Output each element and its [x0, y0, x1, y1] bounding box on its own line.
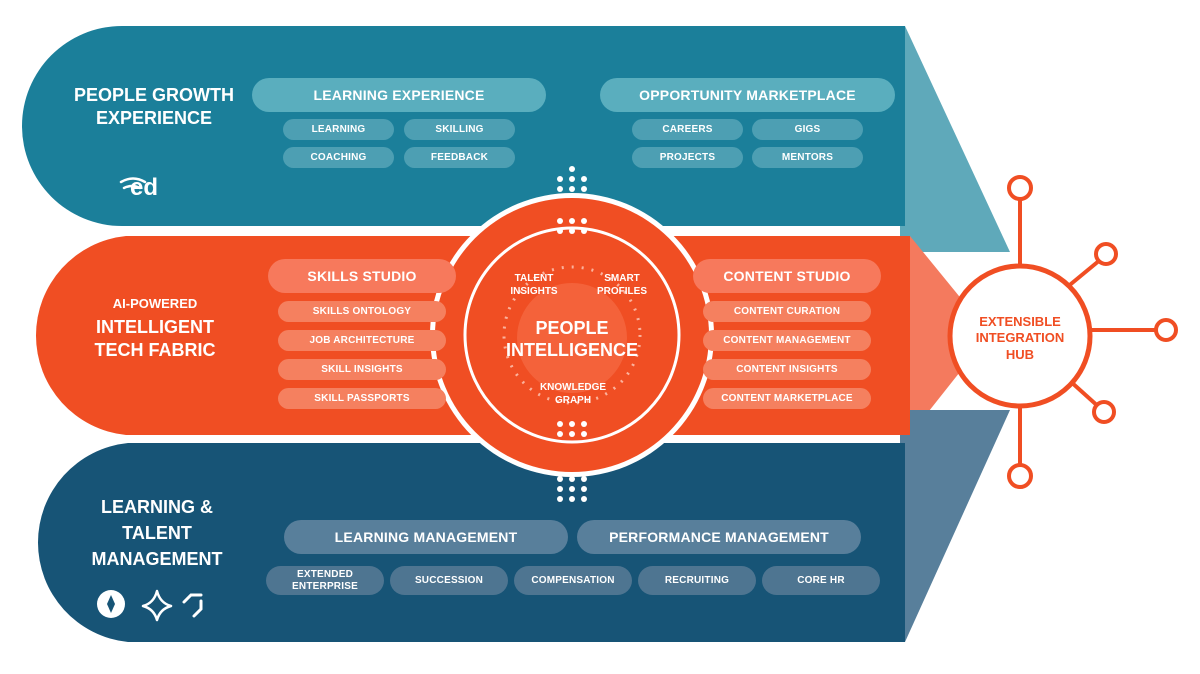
mentors-pill: MENTORS — [752, 147, 863, 168]
performance-management-heading: PERFORMANCE MANAGEMENT — [577, 520, 861, 554]
smart-profiles-label: SMART PROFILES — [596, 273, 647, 297]
dots-bottom-outer — [557, 476, 587, 502]
learning-experience-heading: LEARNING EXPERIENCE — [252, 78, 546, 112]
content-studio-heading: CONTENT STUDIO — [693, 259, 881, 293]
projects-pill: PROJECTS — [632, 147, 743, 168]
content-management-pill: CONTENT MANAGEMENT — [703, 330, 871, 351]
learning-management-heading: LEARNING MANAGEMENT — [284, 520, 568, 554]
core-dotted-ring — [502, 265, 642, 405]
core-inner-halo — [517, 283, 627, 393]
compensation-pill: COMPENSATION — [514, 566, 632, 595]
top-funnel-shape — [900, 26, 1010, 252]
top-band-title: PEOPLE GROWTH EXPERIENCE — [73, 85, 234, 128]
content-insights-pill: CONTENT INSIGHTS — [703, 359, 871, 380]
dots-top-outer — [557, 166, 587, 192]
gigs-pill: GIGS — [752, 119, 863, 140]
talent-insights-label: TALENT INSIGHTS — [510, 273, 558, 297]
extended-enterprise-pill: EXTENDED ENTERPRISE — [266, 566, 384, 595]
knowledge-graph-label: KNOWLEDGE GRAPH — [539, 382, 607, 406]
middle-band-title-line2: INTELLIGENT TECH FABRIC — [94, 317, 216, 360]
compass-badge-icon — [97, 590, 125, 618]
middle-funnel-shape — [900, 236, 990, 435]
skilling-pill: SKILLING — [404, 119, 515, 140]
dots-bottom-inner — [557, 421, 587, 437]
ed-logo-icon — [119, 177, 147, 190]
skills-studio-heading: SKILLS STUDIO — [268, 259, 456, 293]
corner-arrows-icon — [182, 593, 203, 618]
careers-pill: CAREERS — [632, 119, 743, 140]
people-intelligence-title: PEOPLE INTELLIGENCE — [505, 318, 638, 360]
core-hr-pill: CORE HR — [762, 566, 880, 595]
integration-hub-title: EXTENSIBLE INTEGRATION HUB — [975, 314, 1065, 362]
job-architecture-pill: JOB ARCHITECTURE — [278, 330, 446, 351]
skill-passports-pill: SKILL PASSPORTS — [278, 388, 446, 409]
ed-logo-text: ed — [130, 174, 159, 201]
recruiting-pill: RECRUITING — [638, 566, 756, 595]
bottom-band-title: LEARNING & TALENT MANAGEMENT — [91, 497, 223, 570]
sparkle-icon — [141, 589, 173, 622]
succession-pill: SUCCESSION — [390, 566, 508, 595]
opportunity-marketplace-heading: OPPORTUNITY MARKETPLACE — [600, 78, 895, 112]
feedback-pill: FEEDBACK — [404, 147, 515, 168]
content-marketplace-pill: CONTENT MARKETPLACE — [703, 388, 871, 409]
learning-pill: LEARNING — [283, 119, 394, 140]
coaching-pill: COACHING — [283, 147, 394, 168]
skills-ontology-pill: SKILLS ONTOLOGY — [278, 301, 446, 322]
dots-top-inner — [557, 218, 587, 234]
hub-circle — [947, 263, 1093, 409]
bottom-funnel-shape — [900, 410, 1010, 642]
content-curation-pill: CONTENT CURATION — [703, 301, 871, 322]
middle-band-title-line1: AI-POWERED — [112, 296, 198, 311]
skill-insights-pill: SKILL INSIGHTS — [278, 359, 446, 380]
